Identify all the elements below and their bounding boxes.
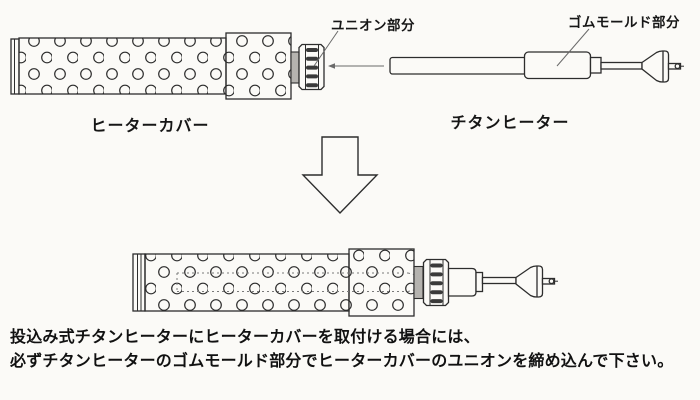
heater-cover-diagram — [10, 32, 325, 100]
assembled-cord — [481, 276, 517, 285]
assembled-end-cap — [132, 253, 146, 312]
titanium-heater-caption: チタンヒーター — [450, 115, 570, 132]
titanium-heater-diagram — [389, 50, 684, 83]
power-plug — [641, 50, 684, 83]
assembled-perforated-body — [144, 253, 350, 312]
heater-tube — [389, 56, 527, 75]
left-insert-arrow-icon — [328, 63, 384, 69]
assembled-union-nut — [422, 258, 450, 307]
cover-head-block — [225, 32, 292, 100]
union-nut — [298, 43, 325, 91]
down-block-arrow-icon — [301, 136, 379, 215]
union-callout-label: ユニオン部分 — [331, 18, 415, 33]
rubber-mold-leader-line — [556, 28, 590, 67]
assembled-head-block — [348, 248, 415, 317]
assembled-rubber-mold — [447, 267, 477, 297]
rubber-mold-callout-label: ゴムモールド部分 — [568, 15, 680, 30]
union-leader-line — [313, 30, 339, 67]
cover-perforated-body — [18, 37, 227, 95]
hidden-heater-dotted-outline — [176, 272, 425, 292]
power-cord — [600, 61, 643, 70]
instruction-line-2: 必ずチタンヒーターのゴムモールド部分でヒーターカバーのユニオンを締め込んで下さい… — [10, 352, 674, 370]
heater-cover-caption: ヒーターカバー — [90, 118, 210, 135]
instruction-line-1: 投込み式チタンヒーターにヒーターカバーを取付ける場合には、 — [10, 329, 480, 346]
assembled-flange — [413, 265, 424, 300]
assembled-neck — [475, 271, 484, 293]
assembled-plug — [515, 265, 558, 298]
assembled-unit-diagram — [132, 248, 558, 317]
instruction-text: 投込み式チタンヒーターにヒーターカバーを取付ける場合には、 必ずチタンヒーターの… — [10, 326, 698, 373]
heater-neck — [589, 56, 602, 74]
cover-flange — [290, 51, 300, 84]
